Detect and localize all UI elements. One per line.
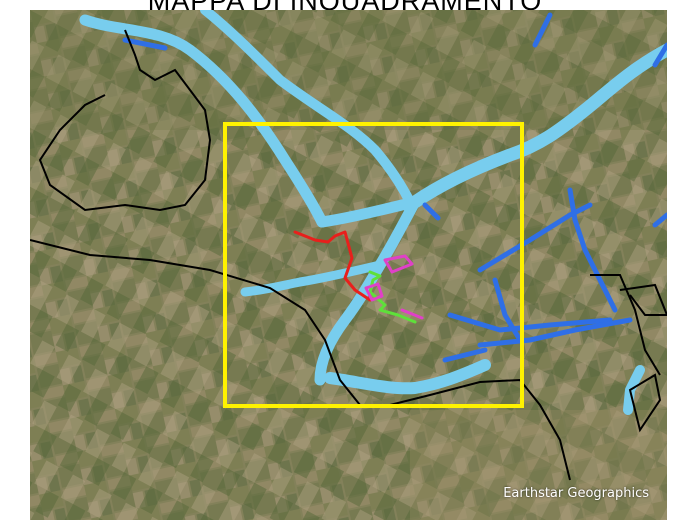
route-magenta	[383, 254, 414, 274]
drainage-canals	[122, 12, 667, 363]
project-routes	[293, 230, 424, 324]
route-magenta-box	[364, 282, 384, 302]
river-northwest	[79, 14, 328, 228]
river-south	[324, 359, 491, 395]
map-svg	[30, 10, 667, 520]
river-west-branch	[240, 260, 385, 297]
study-area-frame	[223, 122, 524, 408]
map-canvas[interactable]: Earthstar Geographics	[30, 10, 667, 520]
route-red	[293, 230, 372, 302]
river-northeast	[408, 43, 667, 209]
river-north-branch	[200, 10, 415, 207]
route-magenta-line	[400, 308, 424, 320]
map-attribution: Earthstar Geographics	[503, 486, 649, 501]
municipal-boundaries	[30, 29, 667, 481]
